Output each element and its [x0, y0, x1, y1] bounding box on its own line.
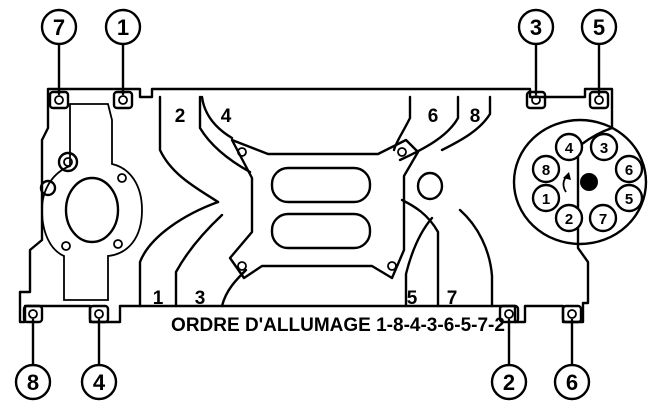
- svg-text:1: 1: [117, 15, 129, 40]
- bottom-runners: [138, 198, 494, 308]
- svg-text:7: 7: [53, 15, 65, 40]
- bolt-callout-4: 4: [80, 363, 118, 401]
- cap-terminal: 3: [589, 132, 619, 162]
- cap-terminal: 2: [554, 203, 584, 233]
- svg-text:5: 5: [625, 191, 633, 208]
- bolt-callout-3: 3: [517, 8, 555, 46]
- runner-label-1: 1: [153, 288, 164, 309]
- runner-label-4: 4: [221, 106, 232, 127]
- svg-text:6: 6: [625, 162, 633, 179]
- thermostat-housing: [39, 103, 143, 301]
- runner-label-3: 3: [195, 288, 206, 309]
- cap-terminal: 7: [588, 203, 618, 233]
- rotor-center: [580, 173, 598, 191]
- carburetor-pad: [228, 138, 444, 280]
- runner-label-5: 5: [407, 288, 418, 309]
- runner-label-6: 6: [428, 106, 439, 127]
- svg-text:3: 3: [600, 140, 608, 157]
- bolt-callout-7: 7: [40, 8, 78, 46]
- bolt-callout-8: 8: [14, 363, 52, 401]
- rotation-arrowhead-icon: [563, 172, 571, 180]
- callout-leaders: [31, 38, 601, 368]
- svg-text:5: 5: [593, 15, 605, 40]
- firing-order-caption: ORDRE D'ALLUMAGE 1-8-4-3-6-5-7-2: [171, 315, 505, 336]
- cap-terminal: 6: [614, 154, 644, 184]
- bolt-callout-6: 6: [553, 363, 591, 401]
- svg-text:4: 4: [93, 370, 106, 395]
- distributor-terminals: 4 3 6 5 7 2 1 8: [531, 132, 644, 233]
- svg-text:7: 7: [599, 211, 607, 228]
- svg-text:2: 2: [565, 211, 573, 228]
- cap-terminal: 4: [554, 132, 584, 162]
- cap-terminal: 5: [614, 183, 644, 213]
- cap-terminal: 1: [531, 183, 561, 213]
- svg-text:3: 3: [530, 15, 542, 40]
- runner-label-7: 7: [447, 288, 458, 309]
- bolt-callout-1: 1: [104, 8, 142, 46]
- top-runners: [158, 95, 492, 204]
- runner-label-8: 8: [470, 106, 481, 127]
- firing-order-text: ORDRE D'ALLUMAGE 1-8-4-3-6-5-7-2: [171, 315, 505, 336]
- svg-text:2: 2: [503, 370, 515, 395]
- svg-text:8: 8: [542, 162, 550, 179]
- svg-text:8: 8: [27, 370, 39, 395]
- runner-label-2: 2: [175, 106, 186, 127]
- distributor: [512, 118, 648, 246]
- svg-text:4: 4: [565, 140, 574, 157]
- svg-text:1: 1: [542, 191, 550, 208]
- bolt-callout-5: 5: [580, 8, 618, 46]
- cap-terminal: 8: [531, 154, 561, 184]
- svg-text:6: 6: [566, 370, 578, 395]
- bolt-callout-2: 2: [490, 363, 528, 401]
